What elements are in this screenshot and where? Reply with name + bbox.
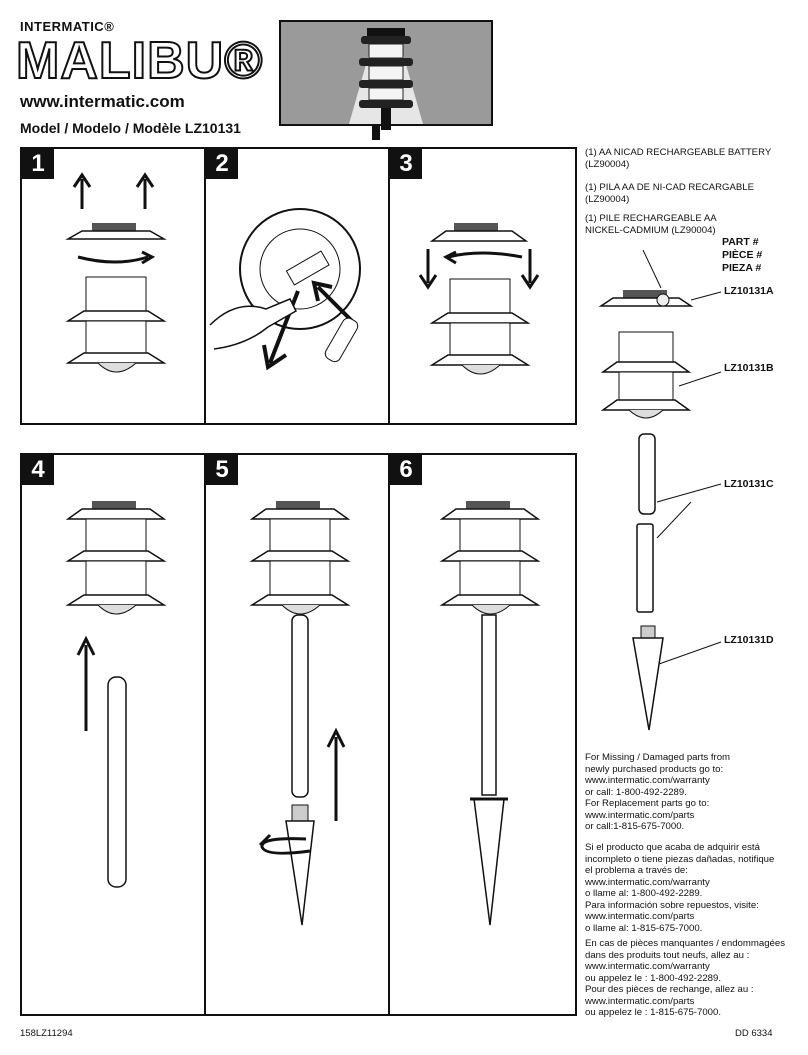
parts-link[interactable]: www.intermatic.com/parts [585, 911, 695, 922]
warranty-link[interactable]: www.intermatic.com/warranty [585, 876, 710, 888]
step-number: 1 [22, 149, 54, 179]
support-line: For Missing / Damaged parts from [585, 752, 731, 763]
battery-note-es: (1) PILA AA DE NI-CAD RECARGABLE (LZ9000… [585, 182, 755, 205]
part-label-a: LZ10131A [724, 285, 774, 297]
hero-light-illustration [279, 20, 493, 130]
step-number: 6 [390, 455, 422, 485]
step-number: 5 [206, 455, 238, 485]
support-fr: En cas de pièces manquantes / endommagée… [585, 938, 803, 1019]
part-label-b: LZ10131B [724, 362, 774, 374]
step-number: 2 [206, 149, 238, 179]
step-number: 4 [22, 455, 54, 485]
step-number: 3 [390, 149, 422, 179]
exploded-parts-diagram [598, 249, 722, 731]
step-1-illustration [65, 172, 167, 373]
step-3-panel: 3 [388, 147, 577, 425]
support-line: Para información sobre repuestos, visite… [585, 899, 759, 911]
support-phone: o llame al: 1-800-492-2289. [585, 888, 703, 899]
step-2-panel: 2 [204, 147, 390, 425]
support-line: For Replacement parts go to: [585, 798, 710, 809]
step-2-illustration [209, 208, 361, 371]
support-phone: ou appelez le : 1-815-675-7000. [585, 1007, 722, 1018]
support-phone: o llame al: 1-815-675-7000. [585, 922, 703, 934]
hero-stake [372, 126, 380, 140]
battery-note-fr: (1) PILE RECHARGEABLE AA NICKEL-CADMIUM … [585, 213, 717, 236]
part-label-c: LZ10131C [724, 478, 774, 490]
website-url[interactable]: www.intermatic.com [20, 92, 185, 111]
support-line: dans des produits tout neufs, allez au : [585, 949, 750, 961]
support-line: el problema a través de: [585, 865, 688, 876]
part-label-d: LZ10131D [724, 634, 774, 646]
support-es: Si el producto que acaba de adquirir est… [585, 842, 800, 934]
step-6-illustration [439, 501, 541, 926]
step-4-panel: 4 [20, 453, 206, 1016]
step-5-illustration [249, 501, 351, 926]
intermatic-logo-text: INTERMATIC® [20, 19, 115, 34]
step-5-panel: 5 [204, 453, 390, 1016]
step-1-panel: 1 [20, 147, 206, 425]
part-heading-en: PART # [722, 236, 759, 248]
warranty-link[interactable]: www.intermatic.com/warranty [585, 961, 710, 972]
support-phone: or call: 1-800-492-2289. [585, 786, 687, 798]
parts-link[interactable]: www.intermatic.com/parts [585, 995, 695, 1007]
step-4-illustration [65, 501, 167, 888]
support-line: En cas de pièces manquantes / endommagée… [585, 938, 785, 949]
part-heading-es: PIEZA # [722, 262, 762, 274]
footer-right-code: DD 6334 [735, 1028, 773, 1039]
support-line: Pour des pièces de rechange, allez au : [585, 984, 754, 995]
support-line: Si el producto que acaba de adquirir est… [585, 842, 760, 853]
support-phone: or call:1-815-675-7000. [585, 821, 685, 832]
battery-note-en: (1) AA NICAD RECHARGEABLE BATTERY (LZ900… [585, 147, 772, 170]
step-6-panel: 6 [388, 453, 577, 1016]
step-3-illustration [418, 223, 540, 375]
warranty-link[interactable]: www.intermatic.com/warranty [585, 775, 710, 786]
footer-left-code: 158LZ11294 [20, 1028, 73, 1039]
support-line: newly purchased products go to: [585, 763, 724, 775]
support-line: incompleto o tiene piezas dañadas, notif… [585, 853, 775, 865]
parts-link[interactable]: www.intermatic.com/parts [585, 809, 695, 821]
support-phone: ou appelez le : 1-800-492-2289. [585, 972, 722, 984]
model-number: Model / Modelo / Modèle LZ10131 [20, 120, 241, 136]
part-heading-fr: PIÈCE # [722, 249, 763, 261]
support-en: For Missing / Damaged parts from newly p… [585, 752, 800, 833]
malibu-logo: MALIBU® [15, 32, 264, 90]
